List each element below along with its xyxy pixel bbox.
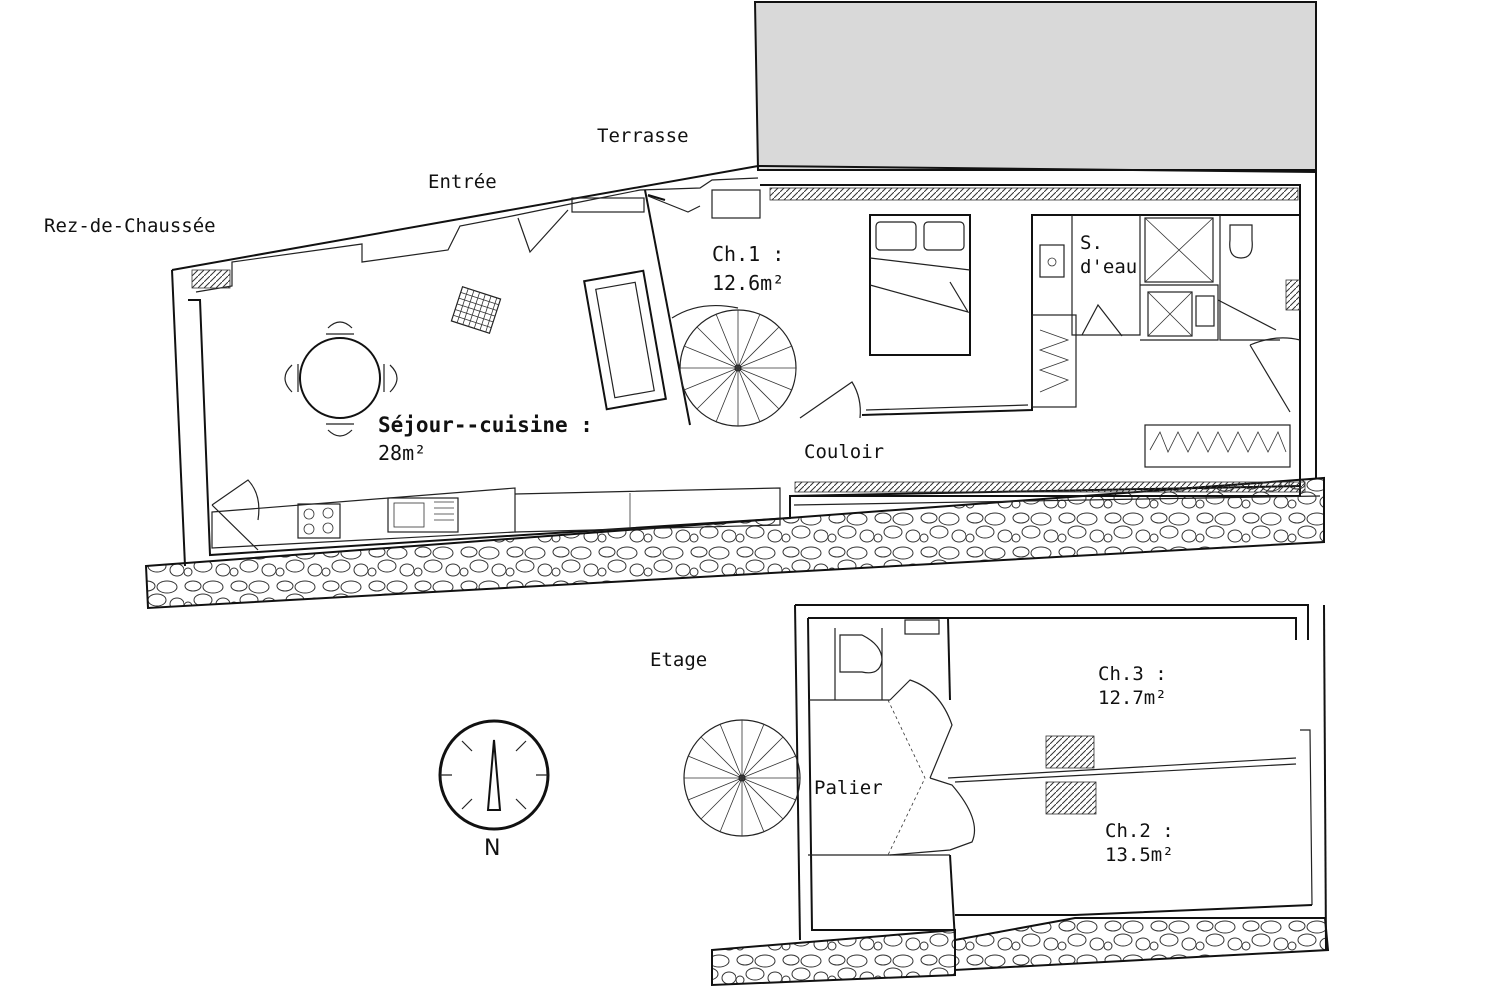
door-toilet — [1217, 299, 1277, 331]
door-bedroom1 — [799, 381, 861, 419]
door-terrace — [647, 195, 701, 213]
landing-label: Palier — [814, 777, 883, 799]
compass: N — [438, 719, 550, 861]
chair-1 — [326, 321, 354, 335]
double-bed — [869, 214, 971, 356]
neighbor-building — [753, 0, 1317, 171]
door-entrance — [517, 209, 569, 254]
living-room-area: 28m² — [378, 441, 426, 465]
chair-3 — [383, 364, 398, 393]
bedroom1-area: 12.6m² — [712, 271, 784, 295]
washbasin-small — [1195, 295, 1215, 327]
radiator-bedroom3 — [1045, 735, 1095, 769]
wall-hatch-west — [191, 269, 231, 289]
stone-foundation-upper-right — [954, 917, 1330, 972]
living-room-name: Séjour--cuisine : — [378, 413, 593, 437]
ground-floor-title: Rez-de-Chaussée — [44, 215, 216, 237]
bedroom2-area: 13.5m² — [1105, 844, 1174, 866]
door-bedroom3 — [889, 679, 953, 779]
door-bedroom2 — [889, 777, 976, 856]
toilet-upper — [839, 634, 883, 674]
upper-floor-plan — [683, 604, 1330, 987]
bedroom3-name: Ch.3 : — [1098, 663, 1167, 685]
north-arrow-icon — [486, 739, 502, 811]
bedroom1-name: Ch.1 : — [712, 242, 784, 266]
compass-north-label: N — [484, 836, 500, 861]
rug — [450, 285, 502, 335]
washbasin-upper — [904, 619, 940, 635]
stone-foundation-upper — [711, 928, 956, 987]
bedroom2-name: Ch.2 : — [1105, 820, 1174, 842]
door-bathroom — [1081, 303, 1123, 337]
wall-hatch-east — [1285, 279, 1301, 311]
corridor-label: Couloir — [804, 441, 884, 463]
bathroom-sink — [1039, 244, 1065, 278]
spiral-stair-upper — [683, 719, 801, 837]
chair-2 — [284, 364, 299, 393]
kitchen-sink — [387, 497, 459, 533]
door-east — [1249, 337, 1301, 413]
cooktop — [297, 503, 341, 539]
chair-4 — [326, 423, 354, 437]
entrance-label: Entrée — [428, 171, 497, 193]
toilet-ground — [1229, 224, 1253, 259]
wall-hatch-south — [794, 481, 1306, 493]
bedroom3-area: 12.7m² — [1098, 687, 1167, 709]
terrace-label: Terrasse — [597, 125, 689, 147]
wardrobe-corridor — [1144, 424, 1291, 468]
shower-2 — [1147, 291, 1193, 337]
door-living-corner — [211, 479, 260, 551]
dining-table — [299, 337, 381, 419]
upper-floor-title: Etage — [650, 649, 707, 671]
shower — [1144, 217, 1214, 283]
radiator-bedroom2 — [1045, 781, 1097, 815]
spiral-stair-ground — [671, 304, 797, 427]
ground-floor-plan — [144, 0, 1325, 610]
bathroom-label-2: d'eau — [1080, 256, 1137, 278]
wall-hatch-north — [769, 187, 1299, 201]
bathroom-label-1: S. — [1080, 232, 1103, 254]
wardrobe-bedroom1 — [1031, 314, 1077, 408]
stone-foundation-ground — [144, 476, 1325, 610]
sofa — [583, 269, 667, 411]
